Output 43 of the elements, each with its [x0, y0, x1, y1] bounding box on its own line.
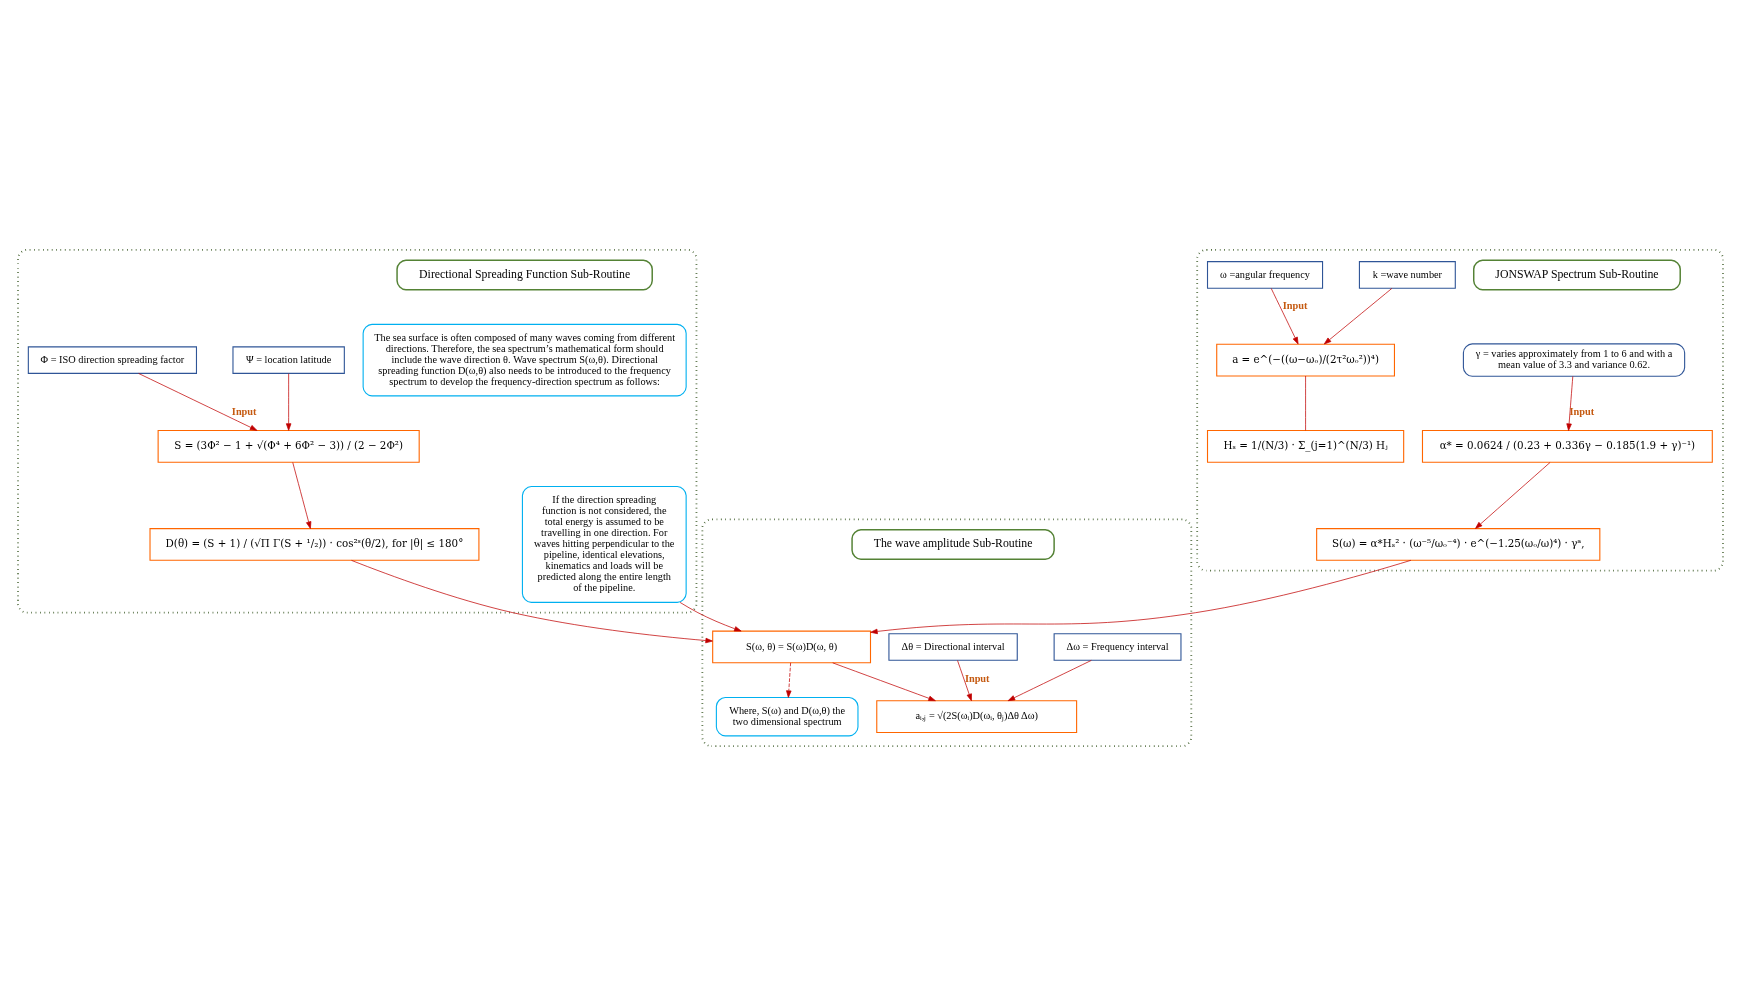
- node-box: k =wave number: [1358, 261, 1456, 289]
- arrow: [832, 662, 936, 702]
- edge-label: Input: [964, 673, 990, 685]
- cluster: [1196, 248, 1724, 572]
- edge-label: Input: [1569, 406, 1595, 418]
- arrow: [1007, 660, 1092, 702]
- connector: [1305, 375, 1306, 431]
- arrow: [138, 373, 258, 431]
- node-box: If the direction spreading function is not considered, the total energy is assumed to be travelling in one direction. For waves hitting perpendicular to the pipeline, identical elevations, kinematics and loads will be predicted along the entire length of the pipeline.: [521, 486, 687, 603]
- node-box: a = e^(−((ω−ωₒ)/(2τ²ωₒ²))⁴): [1216, 343, 1395, 377]
- cluster: [701, 518, 1193, 748]
- arrow: [1566, 376, 1574, 431]
- edge-label: Input: [231, 406, 257, 418]
- node-box: S = (3Φ² − 1 + √(Φ⁴ + 6Φ² − 3)) / (2 − 2Φ²): [157, 429, 420, 463]
- node-box: The wave amplitude Sub-Routine: [851, 528, 1055, 560]
- edge-label: Input: [1282, 299, 1308, 311]
- arrow: [786, 662, 792, 698]
- arrow: [1323, 288, 1393, 345]
- node-box: aᵢ,ⱼ = √(2S(ωᵢ)D(ωᵢ, θⱼ)Δθ Δω): [876, 700, 1078, 734]
- node-box: D(θ) = (S + 1) / (√Π Γ(S + ¹/₂)) · cos²ˢ(θ/2), for |θ| ≤ 180°: [149, 528, 480, 561]
- node-box: The sea surface is often composed of many waves coming from different directions. Therefore, the sea spectrum’s mathematical form should include the wave direction θ. Wave spectrum S(ω,θ). Directional spreading function D(ω,θ) also needs to be introduced to the frequency spectrum to develop the frequency-direction spectrum as follows:: [362, 323, 687, 397]
- cluster: [17, 248, 698, 614]
- arrow: [870, 559, 1412, 635]
- node-box: S(ω) = α*Hₛ² · (ω⁻⁵/ωₒ⁻⁴) · e^(−1.25(ωₒ/ω)⁴) · γᵃ,: [1316, 528, 1601, 561]
- node-box: Φ = ISO direction spreading factor: [27, 346, 198, 374]
- arrow: [351, 560, 713, 644]
- node-box: Hₛ = 1/(N/3) · Σ_(j=1)^(N/3) Hⱼ: [1206, 429, 1405, 463]
- node-box: Where, S(ω) and D(ω,θ) the two dimensional spectrum: [715, 696, 859, 737]
- arrow: [1270, 288, 1299, 345]
- node-box: α* = 0.0624 / (0.23 + 0.336γ − 0.185(1.9 + γ)⁻¹): [1421, 429, 1713, 463]
- arrow: [679, 602, 742, 632]
- arrow: [957, 660, 972, 702]
- node-box: ω =angular frequency: [1206, 261, 1324, 289]
- node-box: Δθ = Directional interval: [888, 633, 1018, 661]
- node-box: Δω = Frequency interval: [1053, 633, 1182, 661]
- node-box: S(ω, θ) = S(ω)D(ω, θ): [712, 630, 872, 664]
- arrow: [292, 462, 312, 529]
- node-box: JONSWAP Spectrum Sub-Routine: [1473, 259, 1681, 291]
- node-box: γ = varies approximately from 1 to 6 and with a mean value of 3.3 and variance 0.62.: [1462, 343, 1686, 377]
- arrow: [1475, 462, 1551, 529]
- node-box: Ψ = location latitude: [232, 346, 345, 374]
- node-box: Directional Spreading Function Sub-Routine: [396, 259, 653, 291]
- arrow: [285, 373, 292, 431]
